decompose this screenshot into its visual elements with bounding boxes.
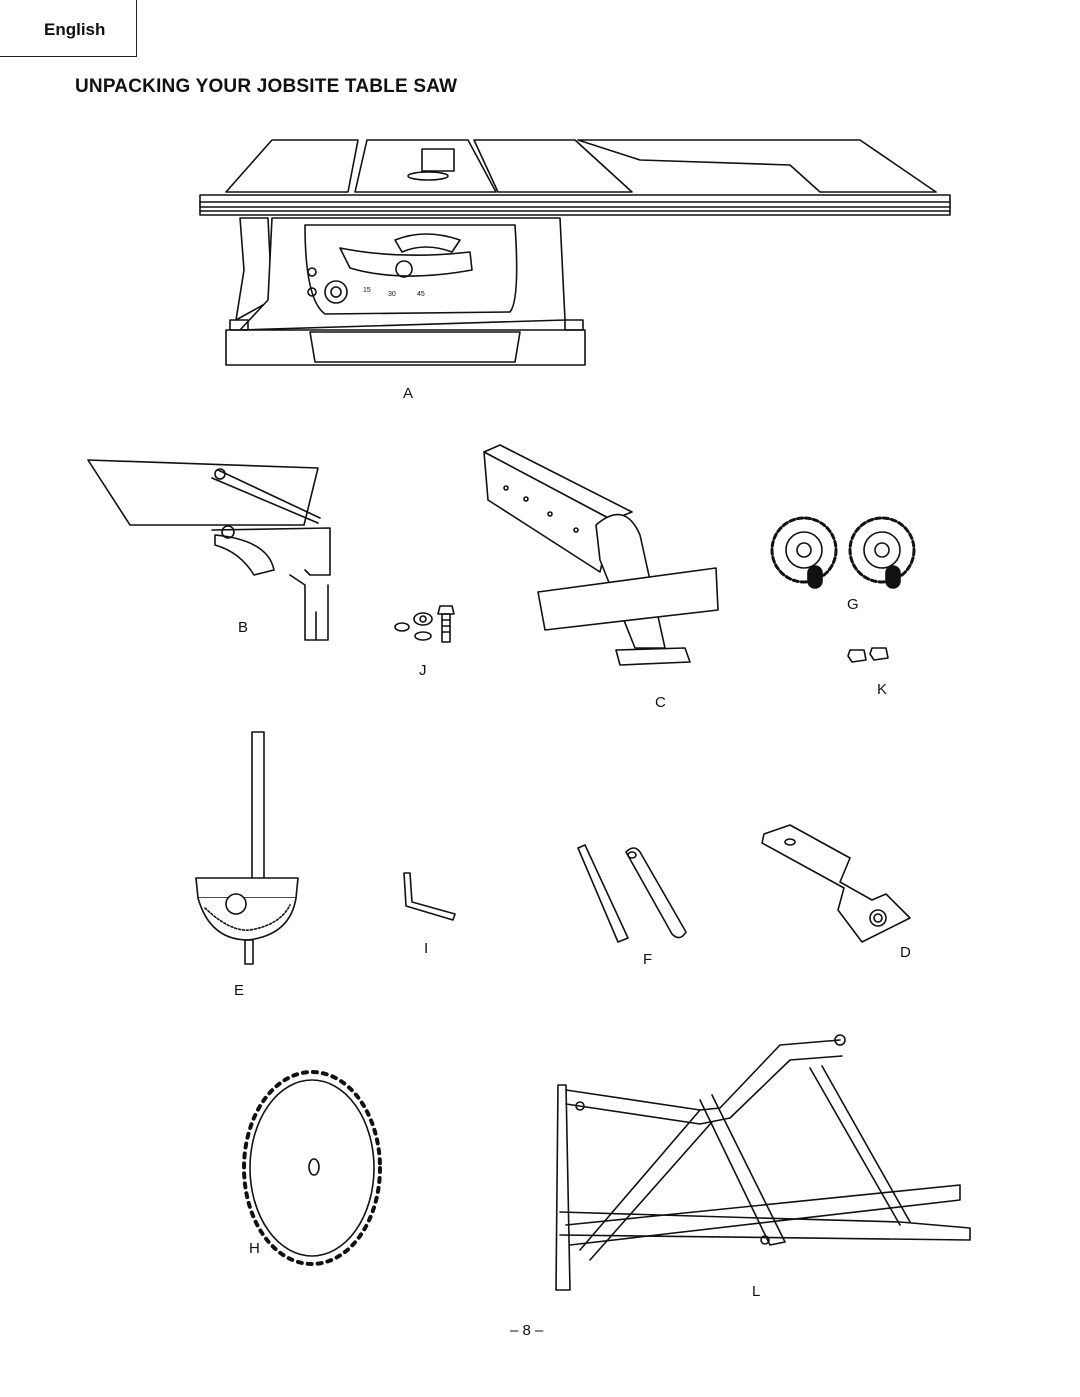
handwheel-knobs-illustration [770, 516, 916, 589]
saw-bevel-scale-30: 30 [388, 291, 396, 298]
table-saw-illustration: 15 30 45 [199, 139, 951, 366]
language-tab: English [0, 0, 137, 57]
part-label-c: C [655, 694, 666, 711]
part-label-k: K [877, 681, 888, 698]
hex-key-illustration [403, 872, 456, 921]
folding-stand-illustration [555, 1034, 971, 1291]
part-label-l: L [752, 1283, 761, 1300]
miter-gauge-illustration [195, 731, 299, 965]
saw-bevel-scale-15: 15 [363, 287, 371, 294]
part-label-h: H [249, 1240, 260, 1257]
page-number: – 8 – [510, 1322, 544, 1339]
part-label-d: D [900, 944, 911, 961]
language-label: English [44, 20, 106, 39]
part-label-i: I [424, 940, 429, 957]
saw-blade-illustration [242, 1070, 382, 1266]
lock-nuts-illustration [847, 647, 889, 663]
bolt-washer-set-illustration [394, 605, 455, 643]
part-label-f: F [643, 951, 653, 968]
blade-wrenches-illustration [577, 844, 687, 943]
part-label-e: E [234, 982, 245, 999]
part-label-j: J [419, 662, 427, 679]
page-title: UNPACKING YOUR JOBSITE TABLE SAW [75, 76, 458, 97]
part-label-g: G [847, 596, 859, 613]
rip-fence-illustration [483, 444, 719, 666]
blade-guard-illustration [87, 459, 331, 641]
throat-plate-illustration [761, 824, 911, 943]
saw-bevel-scale-45: 45 [417, 291, 425, 298]
part-label-b: B [238, 619, 249, 636]
part-label-a: A [403, 385, 414, 402]
